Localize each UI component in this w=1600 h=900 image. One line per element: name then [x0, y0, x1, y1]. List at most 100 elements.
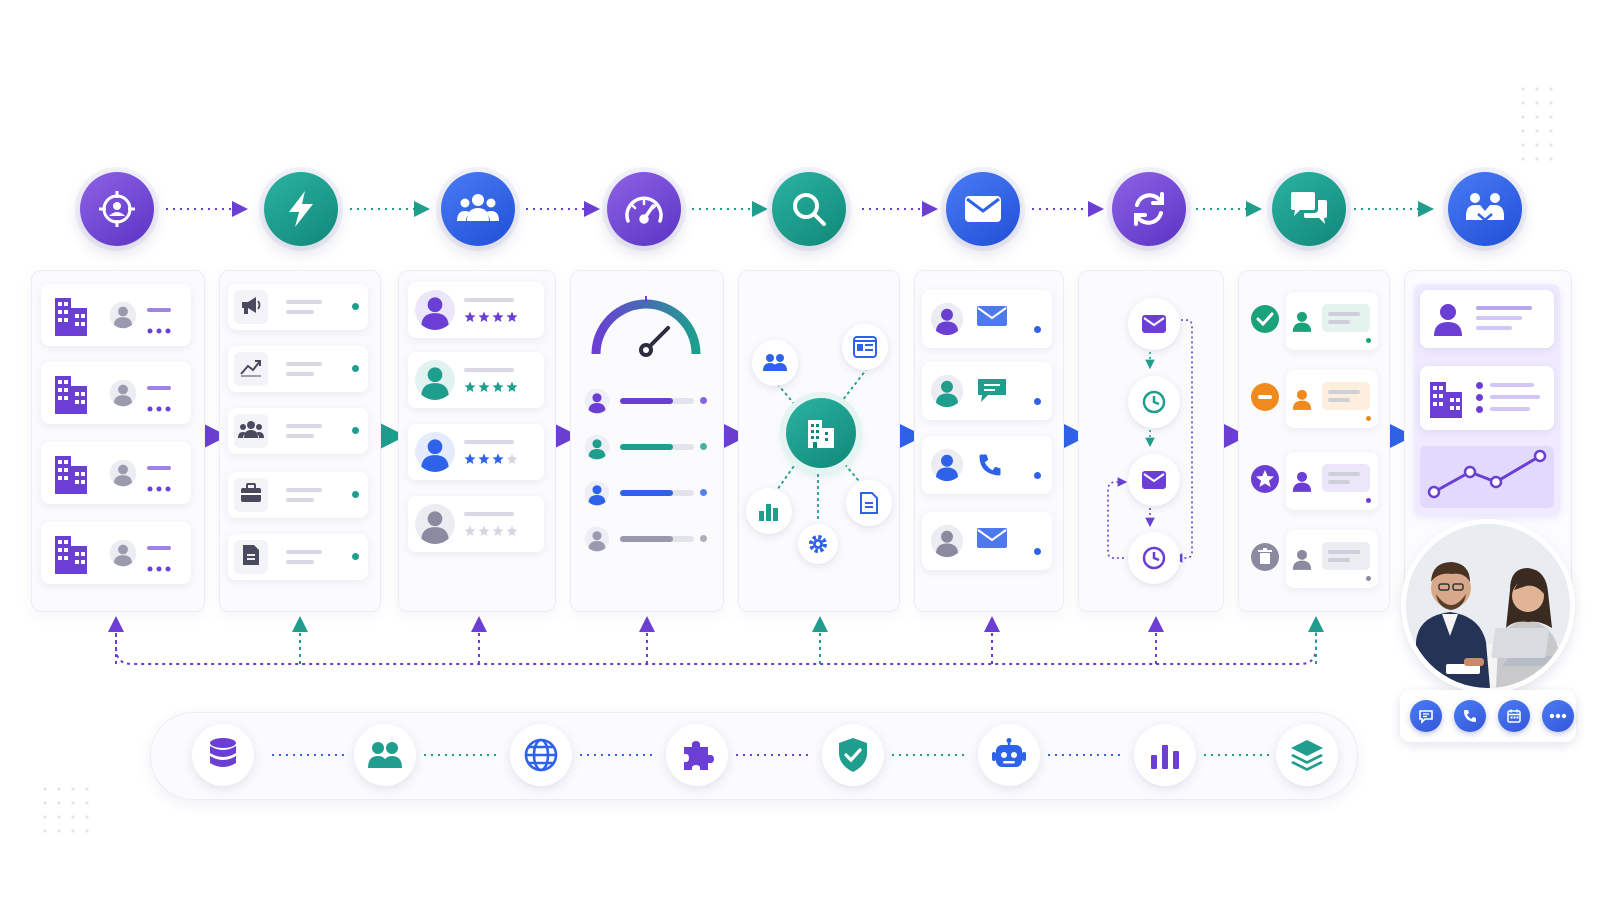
- mail-icon: [1141, 470, 1167, 490]
- response-dot: [1366, 416, 1371, 421]
- meeting-calendar-button[interactable]: [1498, 700, 1530, 732]
- channel-status-dot: [1034, 548, 1041, 555]
- sequence-email-2[interactable]: [1128, 454, 1180, 506]
- research-people-node[interactable]: [752, 340, 798, 386]
- response-card[interactable]: [1286, 292, 1378, 350]
- research-profile-node[interactable]: [842, 324, 888, 370]
- placeholder-line: [147, 546, 171, 550]
- lead-card[interactable]: [408, 424, 544, 480]
- lightning-icon: [283, 189, 319, 229]
- signal-card[interactable]: [228, 534, 368, 580]
- document-icon: [242, 544, 260, 570]
- rating-star-icon: [492, 522, 504, 534]
- signal-card[interactable]: [228, 346, 368, 392]
- sequence-wait-2[interactable]: [1128, 532, 1180, 584]
- people-icon: [762, 353, 788, 373]
- deal-trend-chart: [1420, 446, 1554, 508]
- lead-card[interactable]: [408, 352, 544, 408]
- meeting-chat-button[interactable]: [1410, 700, 1442, 732]
- signal-card[interactable]: [228, 284, 368, 330]
- integration-security[interactable]: [822, 724, 884, 786]
- check-icon: [1250, 304, 1280, 334]
- stage-2-trigger[interactable]: [264, 172, 338, 246]
- meeting-photo: [1406, 524, 1570, 688]
- channel-card[interactable]: [922, 362, 1052, 420]
- score-bar-fill: [620, 536, 673, 542]
- feedback-loop: [116, 620, 1316, 664]
- research-analytics-node[interactable]: [746, 488, 792, 534]
- refresh-icon: [1129, 189, 1169, 229]
- deal-company-card[interactable]: [1420, 366, 1554, 430]
- lead-card[interactable]: [408, 282, 544, 338]
- lead-card[interactable]: [408, 496, 544, 552]
- document-icon: [860, 492, 878, 514]
- speedometer-icon: [623, 191, 665, 227]
- trash-icon: [1250, 542, 1280, 572]
- integration-analytics[interactable]: [1134, 724, 1196, 786]
- clock-icon: [1141, 389, 1167, 415]
- team-icon: [238, 420, 264, 442]
- stage-6-outreach[interactable]: [946, 172, 1020, 246]
- company-card[interactable]: [41, 284, 191, 346]
- rating-star-icon: [506, 522, 518, 534]
- integration-database[interactable]: [192, 724, 254, 786]
- meeting-more-button[interactable]: [1542, 700, 1574, 732]
- response-dot: [1366, 576, 1371, 581]
- signal-card[interactable]: [228, 408, 368, 454]
- meeting-call-button[interactable]: [1454, 700, 1486, 732]
- deal-contact-card[interactable]: [1420, 290, 1554, 348]
- company-card[interactable]: [41, 362, 191, 424]
- message-bubble: [1322, 542, 1370, 570]
- placeholder-line: [286, 498, 314, 502]
- sequence-wait-1[interactable]: [1128, 376, 1180, 428]
- company-card[interactable]: [41, 522, 191, 584]
- channel-card[interactable]: [922, 512, 1052, 570]
- stage-4-scoring[interactable]: [607, 172, 681, 246]
- placeholder-line: [1328, 390, 1360, 394]
- signal-card[interactable]: [228, 472, 368, 518]
- rating-star-icon: [492, 308, 504, 320]
- response-card[interactable]: [1286, 530, 1378, 588]
- channel-card[interactable]: [922, 436, 1052, 494]
- rating-star-icon: [492, 450, 504, 462]
- placeholder-line: [1328, 312, 1360, 316]
- stage-5-research[interactable]: [772, 172, 846, 246]
- stage-1-prospecting[interactable]: [80, 172, 154, 246]
- chat-icon: [1418, 708, 1434, 724]
- response-user-icon: [1292, 548, 1312, 570]
- response-user-icon: [1292, 470, 1312, 492]
- company-card[interactable]: [41, 442, 191, 504]
- stage-7-follow-up[interactable]: [1112, 172, 1186, 246]
- users-icon: [367, 741, 403, 769]
- integration-stack[interactable]: [1276, 724, 1338, 786]
- placeholder-line: [286, 424, 322, 428]
- response-card[interactable]: [1286, 452, 1378, 510]
- integration-ai-agent[interactable]: [978, 724, 1040, 786]
- integration-plugins[interactable]: [666, 724, 728, 786]
- chat-bubbles-icon: [1288, 190, 1330, 228]
- score-user-icon: [584, 480, 610, 506]
- placeholder-line: [286, 488, 322, 492]
- stage-3-audience[interactable]: [441, 172, 515, 246]
- channel-card[interactable]: [922, 290, 1052, 348]
- rating-star-icon: [478, 450, 490, 462]
- minus-icon: [1250, 382, 1280, 412]
- channel-status-dot: [1034, 326, 1041, 333]
- channel-user-icon: [930, 374, 964, 408]
- placeholder-line: [286, 550, 322, 554]
- sequence-email-1[interactable]: [1128, 298, 1180, 350]
- response-card[interactable]: [1286, 370, 1378, 428]
- research-document-node[interactable]: [846, 480, 892, 526]
- research-company-hub[interactable]: [786, 398, 856, 468]
- integration-web[interactable]: [510, 724, 572, 786]
- signal-icon-box: [234, 352, 268, 386]
- score-bar-fill: [620, 398, 673, 404]
- rating-star-icon: [464, 308, 476, 320]
- placeholder-line: [1328, 480, 1350, 484]
- building-icon: [1428, 378, 1466, 418]
- integration-team[interactable]: [354, 724, 416, 786]
- channel-user-icon: [930, 448, 964, 482]
- stage-9-deal[interactable]: [1448, 172, 1522, 246]
- stage-8-engagement[interactable]: [1272, 172, 1346, 246]
- research-settings-node[interactable]: [798, 524, 838, 564]
